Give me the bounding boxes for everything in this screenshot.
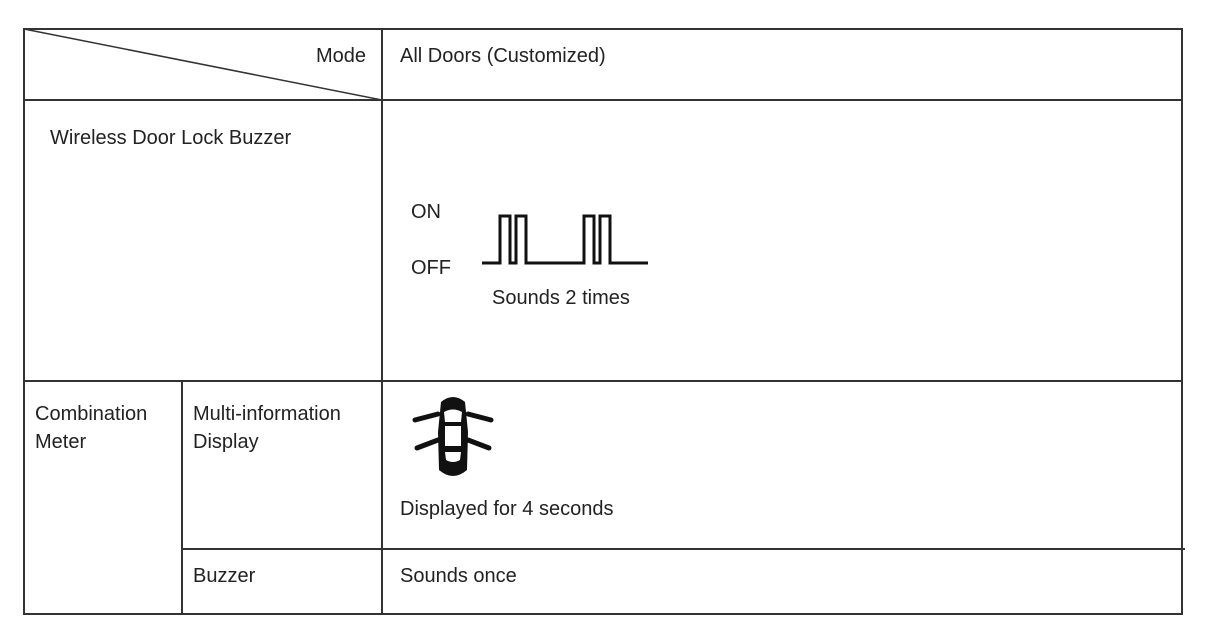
wireless-buzzer-label: Wireless Door Lock Buzzer	[50, 127, 292, 149]
signal-off-label: OFF	[411, 257, 451, 279]
multi-info-display-description: Displayed for 4 seconds	[400, 498, 614, 520]
table-border-bottom	[23, 613, 1183, 615]
row-divider-display	[181, 548, 1185, 550]
table-border-top	[23, 28, 1183, 30]
mode-label: Mode	[316, 45, 367, 67]
buzzer-label: Buzzer	[193, 565, 256, 587]
wireless-buzzer-description: Sounds 2 times	[492, 287, 630, 309]
row-divider-header	[23, 99, 1183, 101]
multi-info-display-label-line2: Display	[193, 431, 259, 453]
column-divider-sub	[181, 380, 183, 615]
multi-info-display-label-line1: Multi-information	[193, 403, 341, 425]
signal-on-label: ON	[411, 201, 441, 223]
table-border-left	[23, 28, 25, 615]
column-divider-main	[381, 28, 383, 615]
car-doors-open-icon	[412, 397, 494, 476]
buzzer-description: Sounds once	[400, 565, 517, 587]
row-divider-buzzer	[23, 380, 1183, 382]
combination-meter-label-line2: Meter	[35, 431, 87, 453]
mode-value: All Doors (Customized)	[400, 45, 606, 67]
buzzer-waveform-icon	[482, 214, 648, 265]
table-border-right	[1181, 28, 1183, 615]
combination-meter-label-line1: Combination	[35, 403, 148, 425]
